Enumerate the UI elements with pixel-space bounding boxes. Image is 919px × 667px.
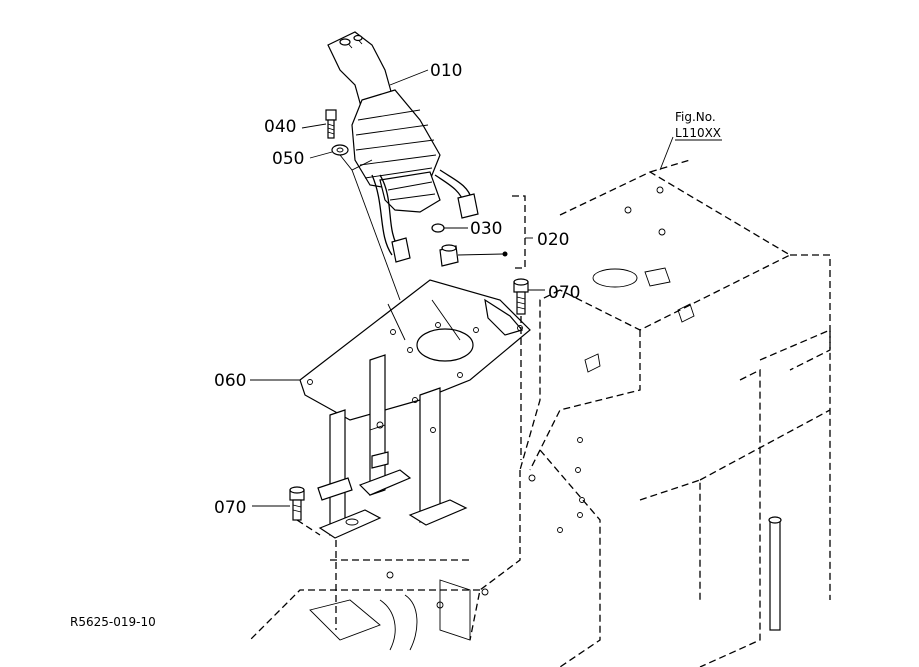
callout-030: 030 — [470, 219, 502, 239]
drawing-code: R5625-019-10 — [70, 615, 156, 629]
machine-body-outline — [249, 159, 831, 667]
bolt-part-070-lower — [252, 486, 321, 536]
callout-050: 050 — [272, 149, 304, 169]
washer-part-050 — [309, 144, 373, 171]
callout-010: 010 — [430, 61, 462, 81]
callout-070-upper: 070 — [548, 283, 580, 303]
fig-no-value: L110XX — [675, 126, 721, 140]
fig-no-label: Fig.No. — [675, 110, 716, 124]
switch-assembly-part-020 — [431, 195, 533, 269]
bracket-part-060 — [250, 169, 531, 630]
callout-070-lower: 070 — [214, 498, 246, 518]
callout-040: 040 — [264, 117, 296, 137]
fig-no-leader — [659, 136, 674, 171]
bolt-part-070-upper — [513, 278, 545, 460]
callout-020: 020 — [537, 230, 569, 250]
screw-part-040 — [301, 109, 337, 139]
joystick-lever-part-010 — [327, 31, 479, 263]
lower-mechanism — [309, 571, 471, 651]
callout-060: 060 — [214, 371, 246, 391]
